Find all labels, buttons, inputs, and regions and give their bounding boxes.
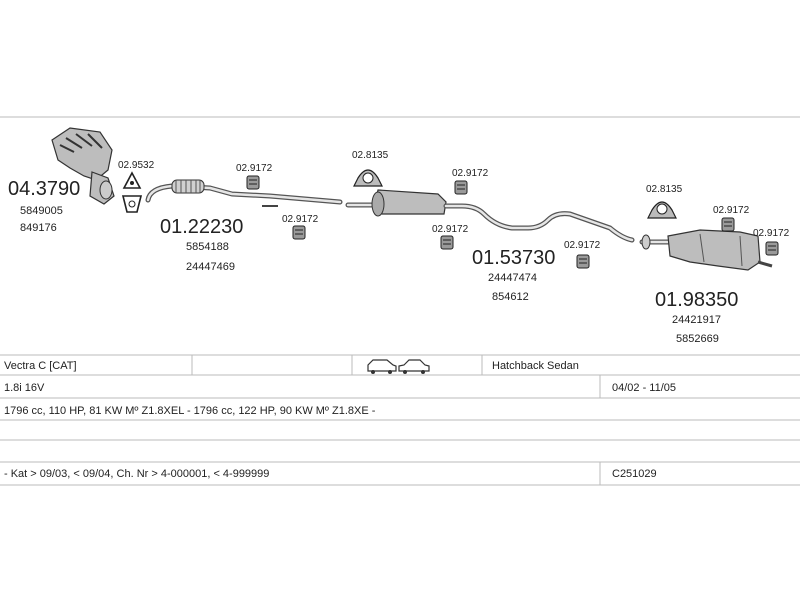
- rubber-mount-1-code: 02.8135: [352, 150, 389, 161]
- front-pipe-ref-2: 24447469: [186, 261, 235, 273]
- hanger-7[interactable]: [765, 241, 779, 256]
- hanger-6-code: 02.9172: [713, 205, 750, 216]
- hanger-2[interactable]: [292, 225, 306, 240]
- gasket-code: 02.9532: [118, 160, 155, 171]
- hanger-3-code: 02.9172: [452, 168, 489, 179]
- rubber-mount-2-code: 02.8135: [646, 184, 683, 195]
- front-pipe-ref-1: 5854188: [186, 241, 229, 253]
- rear-silencer-code: 01.98350: [655, 289, 738, 311]
- rubber-mount-1[interactable]: [353, 169, 383, 187]
- notes-cell: - Kat > 09/03, < 09/04, Ch. Nr > 4-00000…: [4, 468, 269, 480]
- exhaust-manifold[interactable]: [51, 127, 115, 205]
- model-cell: Vectra C [CAT]: [4, 360, 77, 372]
- rear-silencer-ref-1: 24421917: [672, 314, 721, 326]
- specs-cell: 1796 cc, 110 HP, 81 KW Mº Z1.8XEL - 1796…: [4, 405, 376, 417]
- application-table: Vectra C [CAT] Hatchback Sedan 1.8i 16V …: [0, 354, 800, 486]
- hanger-2-code: 02.9172: [282, 214, 319, 225]
- hanger-5-code: 02.9172: [564, 240, 601, 251]
- front-pipe[interactable]: [145, 179, 343, 207]
- sedan-car-icon: [398, 359, 430, 374]
- manifold-code: 04.3790: [8, 178, 80, 200]
- hanger-3[interactable]: [454, 180, 468, 195]
- mid-silencer-ref-1: 24447474: [488, 272, 537, 284]
- front-pipe-code: 01.22230: [160, 216, 243, 238]
- manifold-ref-2: 849176: [20, 222, 57, 234]
- rear-silencer[interactable]: [639, 229, 773, 271]
- mid-silencer-ref-2: 854612: [492, 291, 529, 303]
- mid-silencer-code: 01.53730: [472, 247, 555, 269]
- hatchback-car-icon: [367, 359, 397, 374]
- years-cell: 04/02 - 11/05: [612, 382, 676, 394]
- hanger-4-code: 02.9172: [432, 224, 469, 235]
- rear-silencer-ref-2: 5852669: [676, 333, 719, 345]
- hanger-1-code: 02.9172: [236, 163, 273, 174]
- hanger-6[interactable]: [721, 217, 735, 232]
- hanger-5[interactable]: [576, 254, 590, 269]
- flange-gasket[interactable]: [121, 195, 143, 213]
- hanger-7-code: 02.9172: [753, 228, 790, 239]
- hanger-1[interactable]: [246, 175, 260, 190]
- middle-silencer[interactable]: [345, 189, 635, 243]
- hanger-4[interactable]: [440, 235, 454, 250]
- manifold-ref-1: 5849005: [20, 205, 63, 217]
- engine-cell: 1.8i 16V: [4, 382, 45, 394]
- rubber-mount-2[interactable]: [647, 201, 677, 219]
- body-type-cell: Hatchback Sedan: [492, 360, 579, 372]
- catalog-code-cell: C251029: [612, 468, 657, 480]
- gasket-triangle[interactable]: [122, 171, 142, 189]
